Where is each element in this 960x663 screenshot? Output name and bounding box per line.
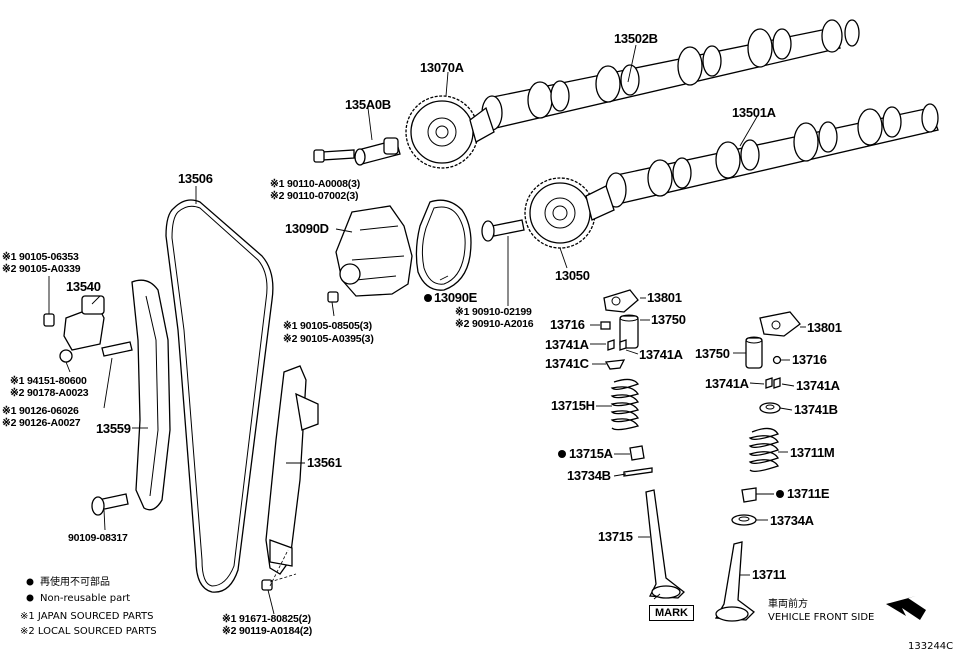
keeper-13741a-b[interactable] — [619, 339, 627, 351]
label-13741a-c: 13741A — [705, 376, 749, 391]
label-13741a-b: 13741A — [639, 347, 683, 362]
label-13716-a: 13716 — [550, 317, 585, 332]
direction-label-jp: 車両前方 — [768, 599, 808, 610]
label-13750-a: 13750 — [651, 312, 686, 327]
label-13801-a: 13801 — [647, 290, 682, 305]
oil-control-valve-135a0b[interactable] — [354, 137, 401, 166]
figure-id: 133244C — [908, 641, 954, 652]
rocker-arm-13801b[interactable] — [759, 311, 801, 337]
legend-japan-sourced: ※1 JAPAN SOURCED PARTS — [20, 611, 154, 622]
cap-13716a[interactable] — [600, 321, 611, 330]
non-reusable-marker-icon — [26, 294, 784, 602]
exhaust-valve-13711[interactable] — [714, 541, 755, 622]
label-13711: 13711 — [752, 567, 786, 582]
stud-13540[interactable] — [101, 341, 133, 357]
cap-13716b[interactable] — [772, 355, 782, 365]
label-90109-08317: 90109-08317 — [68, 532, 128, 544]
cam-sprocket-13050[interactable] — [524, 177, 615, 249]
callout-135a0b-local: ※2 90110-07002(3) — [270, 190, 359, 202]
valve-spring-13711m[interactable] — [748, 427, 779, 472]
rocker-arm-13801a[interactable] — [603, 289, 639, 313]
label-13801-b: 13801 — [807, 320, 842, 335]
bolt-135a0b[interactable] — [313, 149, 355, 163]
keeper-13741a-d[interactable] — [773, 377, 781, 389]
valve-spring-13715h[interactable] — [610, 378, 640, 431]
cam-sprocket-13070a[interactable] — [405, 95, 495, 169]
spring-seat-13734b[interactable] — [623, 467, 653, 477]
label-13741c: 13741C — [545, 356, 589, 371]
vehicle-front-arrow-icon — [886, 596, 926, 620]
direction-label-en: VEHICLE FRONT SIDE — [768, 612, 875, 623]
callout-13540-bolt-japan: ※1 90105-06353 — [2, 251, 79, 263]
callout-13561-bolt-local: ※2 90119-A0184(2) — [222, 625, 313, 637]
label-13716-b: 13716 — [792, 352, 827, 367]
callout-13540-stud-local: ※2 90126-A0027 — [2, 417, 81, 429]
legend-local-sourced: ※2 LOCAL SOURCED PARTS — [20, 626, 157, 637]
bolt-13561[interactable] — [261, 549, 297, 591]
intake-valve-13715[interactable] — [645, 489, 685, 599]
label-13070a: 13070A — [420, 60, 464, 75]
keeper-13741a-a[interactable] — [607, 339, 615, 351]
callout-13090d-bolt-japan: ※1 90105-08505(3) — [283, 320, 372, 332]
retainer-13741c[interactable] — [604, 359, 626, 370]
label-13501a: 13501A — [732, 105, 776, 120]
label-13540: 13540 — [66, 279, 101, 294]
label-13561: 13561 — [307, 455, 342, 470]
callout-135a0b-japan: ※1 90110-A0008(3) — [270, 178, 361, 190]
callout-13090d-bolt-local: ※2 90105-A0395(3) — [283, 333, 374, 345]
legend-non-reusable-jp: 再使用不可部品 — [40, 577, 110, 588]
lash-adjuster-13750a[interactable] — [619, 314, 639, 349]
callout-13540-nut-japan: ※1 94151-80600 — [10, 375, 87, 387]
retainer-13741b[interactable] — [759, 402, 781, 414]
keeper-13741a-c[interactable] — [765, 377, 773, 389]
label-13741b: 13741B — [794, 402, 838, 417]
camshaft-13502b[interactable] — [481, 19, 860, 131]
label-13502b: 13502B — [614, 31, 658, 46]
label-135a0b: 135A0B — [345, 97, 391, 112]
bolt-90109[interactable] — [91, 493, 129, 516]
label-13715h: 13715H — [551, 398, 595, 413]
chain-tensioner-13540[interactable] — [63, 295, 105, 351]
legend-non-reusable-en: Non-reusable part — [40, 593, 131, 604]
label-13050: 13050 — [555, 268, 590, 283]
bolt-13050[interactable] — [481, 219, 525, 242]
label-13734b: 13734B — [567, 468, 611, 483]
mark-box: MARK — [649, 605, 694, 621]
spring-seat-13734a[interactable] — [731, 514, 757, 526]
valve-seal-13711e[interactable] — [741, 487, 757, 503]
callout-13540-stud-japan: ※1 90126-06026 — [2, 405, 79, 417]
label-13559: 13559 — [96, 421, 131, 436]
label-13711m: 13711M — [790, 445, 835, 460]
callout-13540-bolt-local: ※2 90105-A0339 — [2, 263, 81, 275]
bolt-13090d[interactable] — [327, 291, 339, 303]
label-13750-b: 13750 — [695, 346, 730, 361]
nut-13540[interactable] — [59, 349, 73, 363]
chain-tensioner-arm-13559[interactable] — [131, 279, 171, 511]
label-13734a: 13734A — [770, 513, 814, 528]
leader-lines — [48, 44, 806, 615]
label-13090d: 13090D — [285, 221, 329, 236]
timing-cover-13090d[interactable] — [335, 205, 413, 297]
label-13090e: 13090E — [434, 290, 478, 305]
label-13506: 13506 — [178, 171, 213, 186]
callout-13540-nut-local: ※2 90178-A0023 — [10, 387, 89, 399]
label-13715: 13715 — [598, 529, 633, 544]
valve-seal-13715a[interactable] — [629, 445, 645, 461]
label-13741a-a: 13741A — [545, 337, 589, 352]
chain-guide-13561[interactable] — [265, 365, 319, 575]
label-13715a: 13715A — [569, 446, 613, 461]
callout-13050-bolt-japan: ※1 90910-02199 — [455, 306, 532, 318]
timing-chain-13506[interactable] — [165, 199, 274, 593]
label-13741a-d: 13741A — [796, 378, 840, 393]
callout-13561-bolt-japan: ※1 91671-80825(2) — [222, 613, 311, 625]
lash-adjuster-13750b[interactable] — [745, 336, 763, 369]
label-13711e: 13711E — [787, 486, 830, 501]
gasket-13090e[interactable] — [415, 199, 472, 291]
bolt-13540[interactable] — [43, 313, 55, 327]
callout-13050-bolt-local: ※2 90910-A2016 — [455, 318, 534, 330]
